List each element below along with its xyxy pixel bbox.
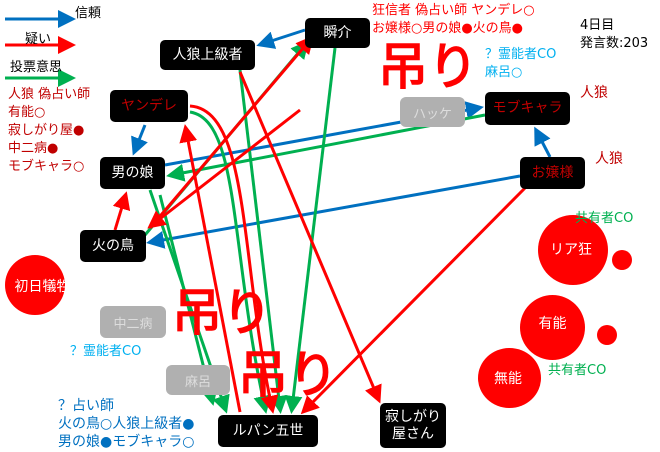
hang-mark-hakke: 吊り: [378, 38, 478, 96]
node-hinotori[interactable]: 火の鳥: [80, 230, 146, 262]
node-sabishigari[interactable]: 寂しがり 屋さん: [380, 403, 446, 448]
blood-splatter: [597, 325, 617, 345]
note-line: 男の娘●モブキャラ○: [58, 434, 195, 450]
blood-splatter: [520, 295, 585, 360]
node-mob[interactable]: モブキャラ: [485, 92, 570, 125]
blood-splatter: [612, 250, 632, 270]
node-shunsuke[interactable]: 瞬介: [305, 18, 370, 48]
game-info: 4日目 発言数:203: [580, 17, 648, 53]
note-line: 寂しがり屋●: [8, 123, 85, 138]
trust-shunsuke-joukyuu: [256, 28, 306, 49]
note-line: 有能○: [8, 105, 46, 120]
post-count: 発言数:203: [580, 36, 649, 51]
node-riakyou[interactable]: リア狂: [550, 241, 592, 258]
doubt-hinotori-otokonoko: [112, 191, 131, 231]
trust-ojou-hinotori: [146, 174, 521, 249]
note-line: ？占い師: [58, 398, 114, 414]
note-line: モブキャラ○: [8, 159, 85, 174]
hakke-co-note: ？霊能者CO 麻呂○: [485, 46, 556, 82]
note-line: 火の鳥○人狼上級者●: [58, 416, 195, 432]
hang-mark-chuunibyou: 吊り: [172, 284, 272, 342]
mob-role-note: 人狼: [580, 85, 608, 101]
seer-note: ？占い師 火の鳥○人狼上級者● 男の娘●モブキャラ○: [58, 397, 194, 451]
note-line: 麻呂○: [485, 65, 523, 80]
trust-yandere-otokonoko: [131, 124, 148, 156]
node-munou[interactable]: 無能: [494, 370, 522, 387]
node-ojousama[interactable]: お嬢様: [520, 157, 585, 189]
blood-splatter: [478, 348, 541, 408]
ghost-hakke[interactable]: ハッケ: [400, 97, 465, 127]
doubt-joukyuu-sabishigari: [238, 71, 382, 404]
vote-joukyuu-lupin: [238, 69, 288, 414]
node-yuunou[interactable]: 有能: [538, 315, 567, 332]
note-line: 中二病●: [8, 141, 59, 156]
node-shonichi[interactable]: 初日犠牲者: [14, 278, 85, 295]
yandere-role-note: 人狼 偽占い師 有能○ 寂しがり屋● 中二病● モブキャラ○: [8, 86, 90, 176]
node-yandere[interactable]: ヤンデレ: [110, 90, 188, 122]
doubt-ojou-lupin: [300, 186, 527, 415]
munou-co-note: 共有者CO: [548, 363, 607, 378]
note-line: お嬢様○男の娘●火の鳥●: [372, 21, 524, 36]
blood-splatter: [538, 215, 608, 285]
vote-shunsuke-lupin: [284, 47, 337, 414]
node-jinrou-joukyuu[interactable]: 人狼上級者: [160, 40, 255, 70]
legend-vote: 投票意思: [10, 60, 63, 75]
blood-splatter: [5, 255, 65, 315]
note-line: 狂信者 偽占い師 ヤンデレ○: [372, 3, 535, 18]
kyoushin-note: 狂信者 偽占い師 ヤンデレ○ お嬢様○男の娘●火の鳥●: [372, 2, 535, 38]
note-line: ？霊能者CO: [485, 47, 557, 62]
legend-doubt: 疑い: [25, 32, 52, 47]
maro-co-note: ？霊能者CO: [70, 344, 142, 359]
doubt-mob-hinotori: [147, 108, 301, 229]
ghost-maro[interactable]: 麻呂: [166, 365, 230, 395]
hang-mark-maro: 吊り: [238, 346, 338, 404]
node-otoko-no-ko[interactable]: 男の娘: [100, 157, 165, 189]
ojou-role-note: 人狼: [595, 151, 623, 167]
doubt-yandere-lupin: [189, 104, 279, 414]
node-lupin[interactable]: ルパン五世: [218, 415, 318, 447]
note-line: 人狼 偽占い師: [8, 87, 91, 102]
day-label: 4日目: [580, 18, 615, 33]
ghost-chuunibyou[interactable]: 中二病: [100, 306, 166, 338]
legend-trust: 信頼: [75, 6, 102, 21]
vote-yandere-lupin: [189, 110, 272, 414]
doubt-hinotori-shunsuke: [148, 35, 314, 229]
ria-co-note: 共有者CO: [575, 211, 634, 226]
trust-ojou-mob: [534, 126, 552, 158]
